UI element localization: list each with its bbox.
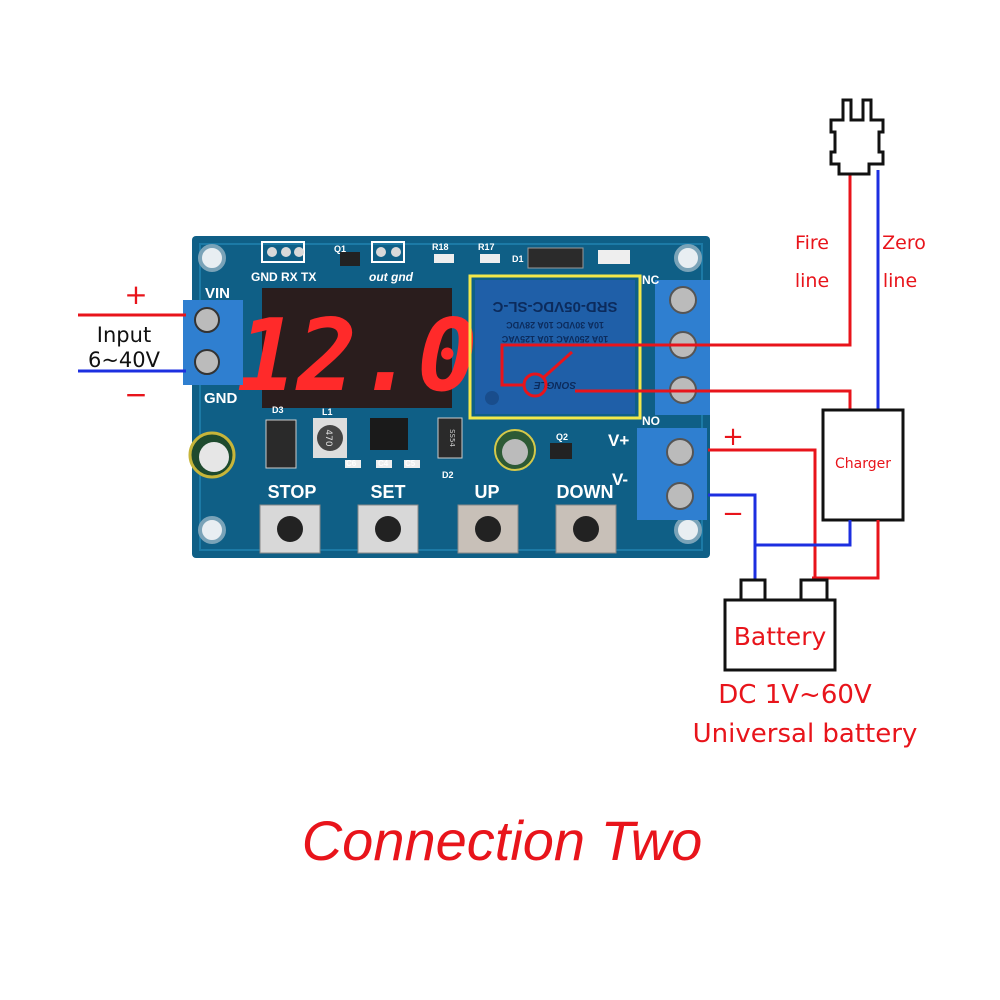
seven-segment-display: 12.0: [237, 288, 478, 414]
pcb-board: GND RX TX out gnd Q1 R18 R17 D1 12.0 SRD…: [183, 236, 710, 558]
svg-text:10A 30VDC 10A 28VDC: 10A 30VDC 10A 28VDC: [506, 320, 604, 330]
battery-wiring: [708, 448, 880, 580]
relay-nc-label: NC: [642, 273, 660, 287]
button-set-label: SET: [370, 482, 405, 502]
header-pins-label: GND RX TX: [251, 270, 316, 284]
output-terminal-block: [637, 428, 707, 520]
relay-terminal-block: [655, 280, 710, 415]
fire-line-label-1: Fire: [795, 232, 829, 254]
input-range: 6~40V: [88, 348, 161, 372]
r18-label: R18: [432, 242, 449, 252]
relay: SRD-05VDC-SL-C 10A 30VDC 10A 28VDC 10A 2…: [468, 274, 642, 420]
button-down-label: DOWN: [557, 482, 614, 502]
zero-line-label-1: Zero: [882, 232, 926, 254]
relay-no-label: NO: [642, 414, 660, 428]
input-plus: +: [124, 278, 147, 311]
mains-plug-icon: [829, 98, 885, 176]
c4-label: C4: [378, 459, 389, 468]
zero-line-label-2: line: [883, 270, 917, 292]
svg-text:SS54: SS54: [448, 429, 456, 447]
d2-label: D2: [442, 470, 454, 480]
button-set[interactable]: SET: [357, 482, 419, 554]
battery-spec-2: Universal battery: [693, 719, 918, 749]
components: 470 SS54: [188, 417, 572, 479]
button-stop[interactable]: STOP: [259, 482, 321, 554]
output-minus: −: [722, 499, 744, 529]
button-stop-label: STOP: [268, 482, 317, 502]
svg-text:10A 250VAC 10A 125VAC: 10A 250VAC 10A 125VAC: [501, 334, 608, 344]
q1-label: Q1: [334, 244, 346, 254]
q2-label: Q2: [556, 432, 568, 442]
input-terminal-block: [183, 300, 243, 385]
svg-text:470: 470: [323, 429, 333, 446]
svg-text:SONGLE: SONGLE: [534, 379, 577, 390]
c5-label: C5: [405, 459, 416, 468]
vminus-label: V-: [612, 470, 628, 489]
gnd-label: GND: [204, 390, 238, 407]
input-label: Input: [97, 323, 151, 347]
r17-label: R17: [478, 242, 495, 252]
input-wiring: + − Input 6~40V: [78, 278, 186, 411]
svg-text:SRD-05VDC-SL-C: SRD-05VDC-SL-C: [492, 298, 617, 315]
vplus-label: V+: [608, 431, 629, 450]
input-minus: −: [124, 378, 147, 411]
d3-label: D3: [272, 405, 284, 415]
battery-label: Battery: [734, 622, 827, 651]
output-plus: +: [722, 422, 744, 452]
out-pins-label: out gnd: [369, 270, 414, 284]
battery-icon: [723, 578, 837, 672]
display-value: 12.0: [237, 297, 478, 414]
mounting-holes: [198, 244, 702, 544]
vin-label: VIN: [205, 285, 230, 302]
d1-label: D1: [512, 254, 524, 264]
l1-label: L1: [322, 407, 333, 417]
charger: Charger: [821, 408, 905, 522]
serial-header: [261, 241, 405, 266]
c6-label: C6: [346, 459, 357, 468]
fire-line-label-2: line: [795, 270, 829, 292]
button-down[interactable]: DOWN: [555, 482, 617, 554]
relay-contact-wiring: [500, 170, 852, 410]
diagram-title: Connection Two: [302, 809, 703, 872]
button-up[interactable]: UP: [457, 482, 519, 554]
battery-spec-1: DC 1V~60V: [718, 680, 872, 710]
button-up-label: UP: [474, 482, 499, 502]
charger-label: Charger: [835, 456, 891, 472]
